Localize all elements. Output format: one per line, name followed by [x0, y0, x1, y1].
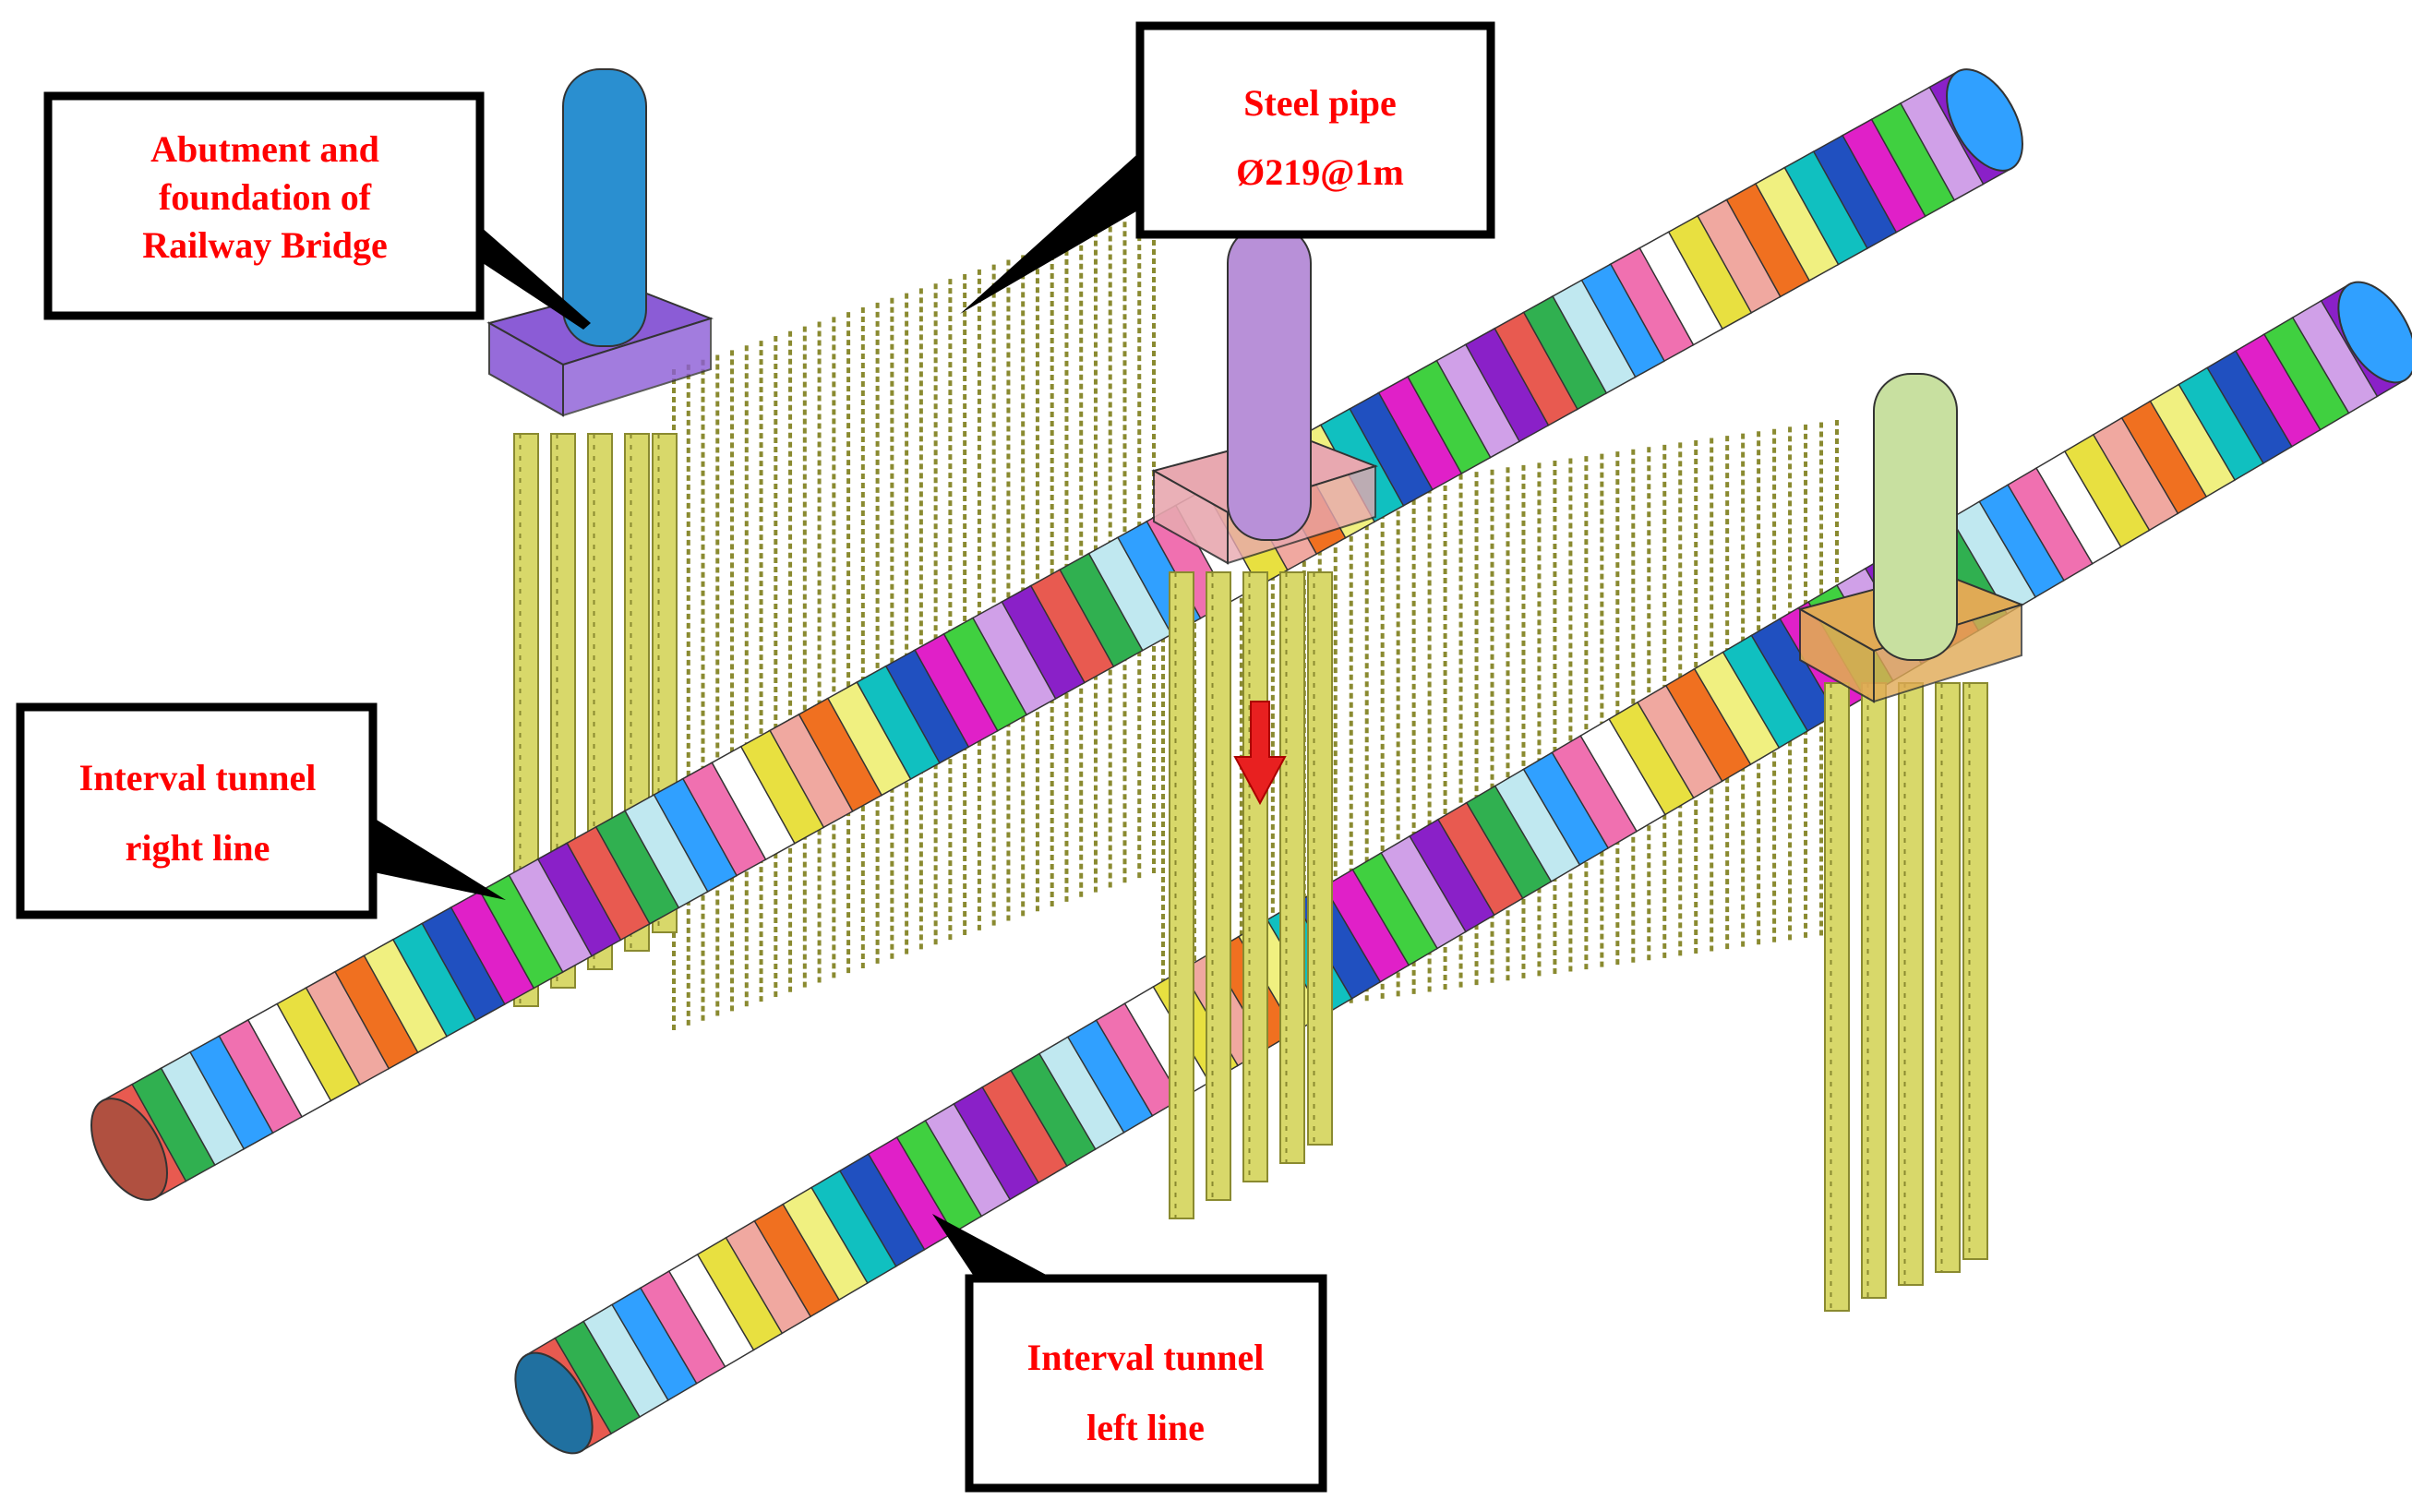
- tunnel-far-cap: [1946, 68, 2023, 172]
- callout-abutment: Abutment and foundation of Railway Bridg…: [43, 91, 591, 330]
- pile: [1307, 571, 1333, 1146]
- pile: [1279, 571, 1305, 1164]
- callout-left-line-line-1: Interval tunnel: [1027, 1337, 1265, 1378]
- foreground-structures: [486, 68, 2025, 1312]
- pile-cap-front: [1873, 603, 2022, 703]
- callout-abutment-box: [43, 91, 485, 320]
- pile: [1824, 682, 1850, 1312]
- callout-steel-pipe-box: [1135, 21, 1495, 239]
- callout-left-line-box: [965, 1274, 1327, 1493]
- callout-right-line-box: [16, 702, 378, 919]
- pile: [1169, 571, 1194, 1219]
- callout-abutment-line-1: Abutment and: [150, 128, 379, 170]
- pile: [1861, 682, 1887, 1299]
- pile: [1962, 682, 1988, 1260]
- callout-steel-pipe-line-1: Steel pipe: [1243, 82, 1397, 124]
- pier-middle: [1151, 225, 1379, 565]
- callout-steel-pipe-line-2: Ø219@1m: [1236, 151, 1404, 193]
- pile: [1898, 682, 1924, 1286]
- callout-abutment-line-3: Railway Bridge: [142, 224, 388, 266]
- callout-steel-pipe: Steel pipe Ø219@1m: [960, 21, 1495, 314]
- load-arrow: [1233, 701, 1287, 806]
- callout-left-line-pointer: [932, 1214, 1062, 1283]
- callout-left-line-line-2: left line: [1086, 1407, 1205, 1448]
- callout-right-line: Interval tunnel right line: [16, 702, 506, 919]
- callout-right-line-line-2: right line: [126, 827, 270, 869]
- pier-column: [1873, 373, 1958, 661]
- pier-left: [1797, 373, 2025, 703]
- callout-right-line-line-1: Interval tunnel: [79, 757, 317, 798]
- callout-left-line: Interval tunnel left line: [932, 1214, 1327, 1493]
- callout-abutment-line-2: foundation of: [159, 176, 372, 218]
- pile: [1242, 571, 1268, 1182]
- abutment-right: [486, 68, 714, 417]
- pile: [1935, 682, 1961, 1273]
- callout-steel-pipe-pointer: [960, 148, 1158, 314]
- pile-cap-front: [562, 317, 712, 417]
- tunnel-far-cap: [2337, 281, 2412, 384]
- pier-column: [1227, 225, 1312, 541]
- callout-right-line-pointer: [365, 812, 506, 900]
- pile: [1206, 571, 1231, 1201]
- tunnel-end-cap: [514, 1351, 594, 1455]
- pier-column: [562, 68, 647, 347]
- tunnel-end-cap: [90, 1098, 168, 1201]
